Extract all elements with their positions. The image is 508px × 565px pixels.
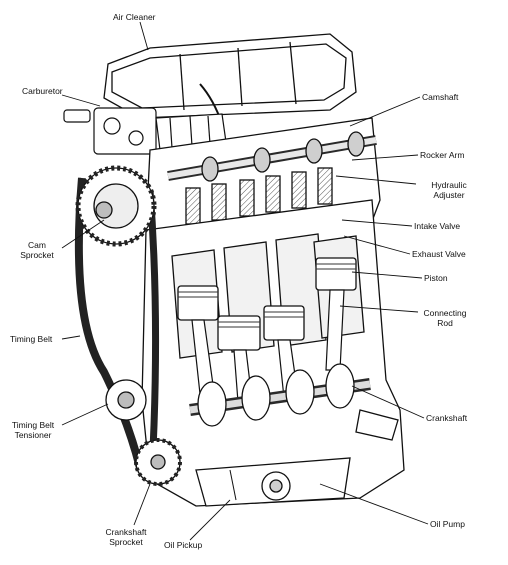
cam-sprocket-shape (75, 165, 157, 247)
leader-lines (61, 21, 429, 541)
label-air-cleaner: Air Cleaner (113, 12, 156, 22)
label-timing-belt-tensioner: Timing Belt Tensioner (11, 420, 55, 440)
crankshaft-sprocket-shape (134, 438, 182, 486)
label-camshaft: Camshaft (422, 92, 459, 102)
air-cleaner-shape (103, 33, 357, 125)
label-exhaust-valve: Exhaust Valve (412, 249, 466, 259)
label-intake-valve: Intake Valve (414, 221, 461, 231)
engine-block-shape (141, 199, 405, 507)
label-crankshaft: Crankshaft (426, 413, 468, 423)
label-oil-pickup: Oil Pickup (164, 540, 203, 550)
label-oil-pump: Oil Pump (430, 519, 465, 529)
label-carburetor: Carburetor (22, 86, 63, 96)
label-crankshaft-sprocket: Crankshaft Sprocket (105, 527, 147, 547)
label-hydraulic-adjuster: Hydraulic Adjuster (431, 180, 467, 200)
tensioner-shape (105, 379, 147, 421)
timing-belt-shape (74, 177, 160, 471)
label-cam-sprocket: Cam Sprocket (20, 240, 54, 260)
label-connecting-rod: Connecting Rod (423, 308, 467, 328)
label-rocker-arm: Rocker Arm (420, 150, 465, 160)
label-piston: Piston (424, 273, 448, 283)
label-timing-belt: Timing Belt (10, 334, 53, 344)
